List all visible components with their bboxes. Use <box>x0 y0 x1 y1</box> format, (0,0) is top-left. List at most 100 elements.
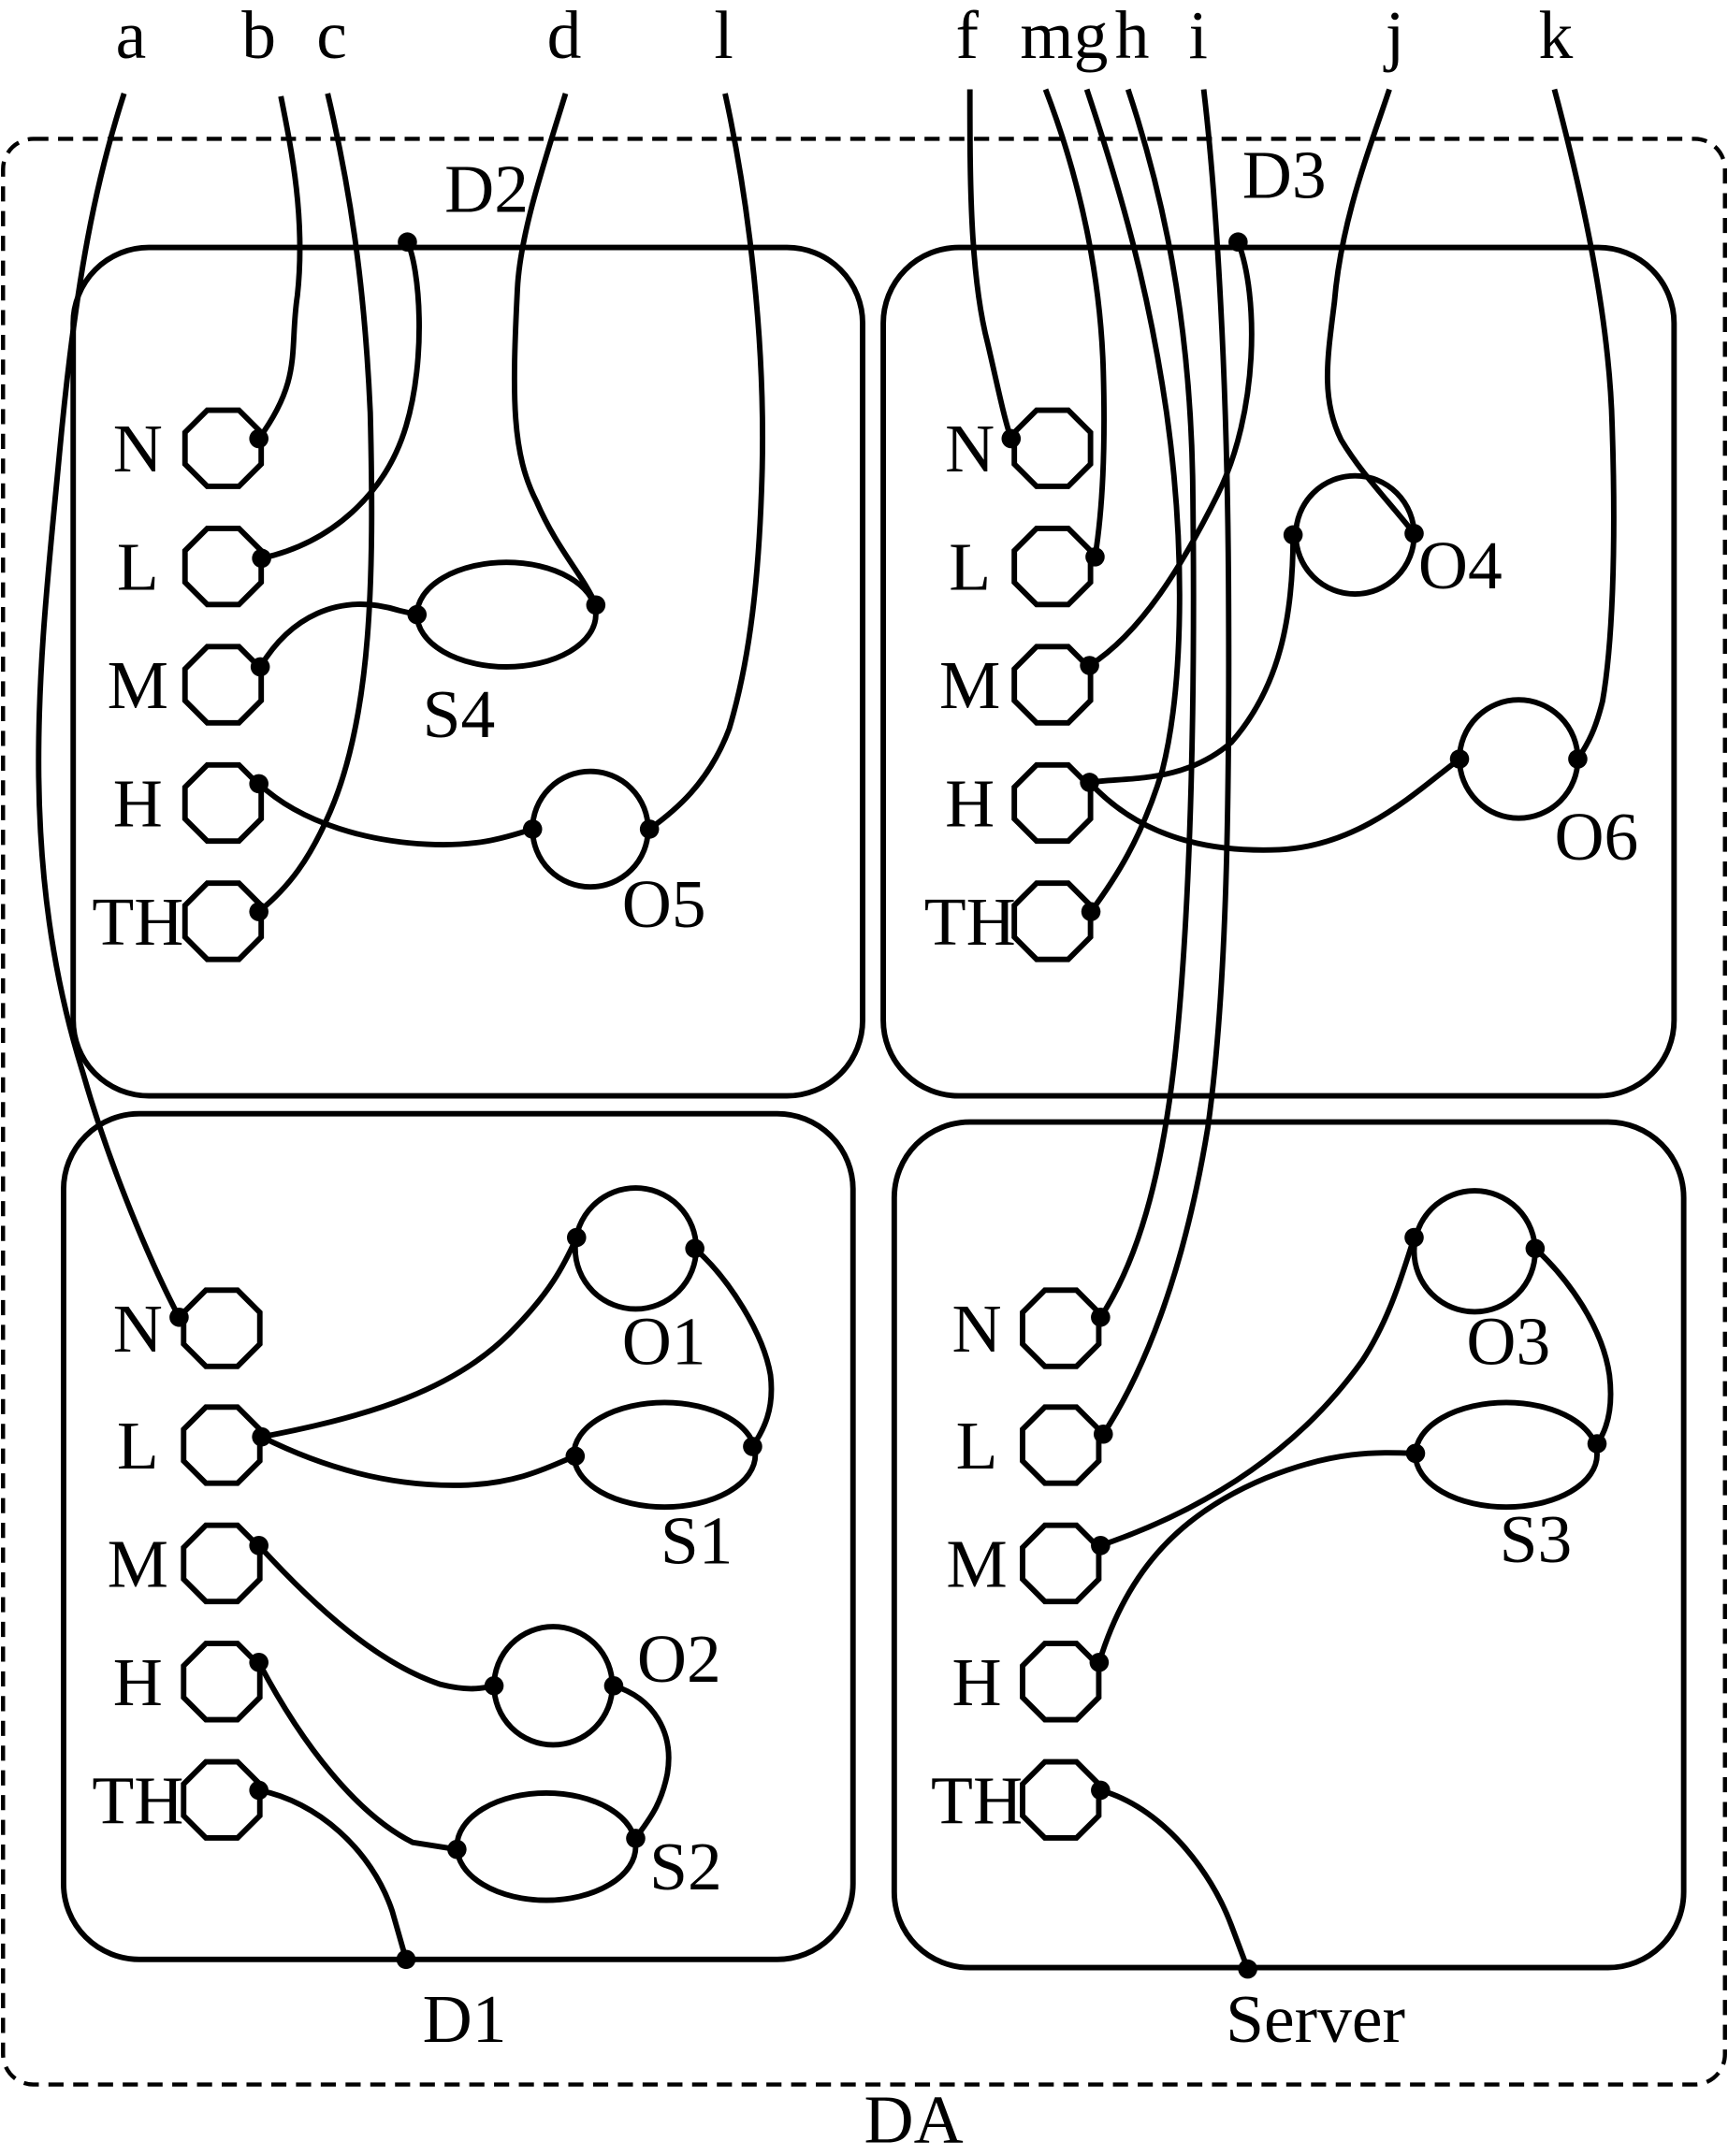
wire-c <box>256 93 375 914</box>
label-o2: O2 <box>637 1621 721 1697</box>
port-label-d3-th: TH <box>924 884 1016 960</box>
connection-dot <box>1238 1959 1257 1979</box>
connection-dot <box>1085 547 1105 567</box>
connection-dot <box>1091 1536 1111 1556</box>
wire-d2-l <box>260 240 422 561</box>
label-s3: S3 <box>1500 1501 1573 1577</box>
component-labels: S4 O5 O4 O6 O1 S1 O2 S2 O3 S3 <box>423 528 1639 1904</box>
label-d2: D2 <box>444 151 529 226</box>
connection-dot <box>252 1426 271 1447</box>
connection-dot <box>249 1536 269 1556</box>
wire-d1-th <box>258 1787 409 1961</box>
wire-a <box>36 93 182 1319</box>
port-srv-l-icon <box>1020 1404 1102 1486</box>
connection-dot <box>252 548 271 569</box>
port-label-d3-n: N <box>945 411 995 486</box>
component-o4 <box>1293 472 1417 597</box>
wire-d2-h-o5 <box>256 781 534 847</box>
component-o1 <box>572 1185 700 1312</box>
port-label-d3-l: L <box>949 529 991 605</box>
wire-label-k: k <box>1539 0 1574 73</box>
port-d3-l-icon <box>1011 525 1094 608</box>
connection-dot <box>249 1652 269 1672</box>
wire-d1-l-s1 <box>260 1434 576 1488</box>
connection-dot <box>1405 1443 1426 1464</box>
connection-dot <box>1001 428 1022 449</box>
top-labels: a b c d l f m g h i j k <box>116 0 1574 73</box>
wire-d1-m-o2 <box>256 1543 495 1692</box>
port-srv-m-icon <box>1020 1522 1102 1605</box>
box-d3 <box>880 244 1677 1099</box>
wire-d1-h-s2 <box>256 1660 457 1853</box>
port-label-d3-h: H <box>945 765 995 841</box>
wire-label-m: m <box>1020 0 1073 73</box>
box-server <box>891 1119 1687 1971</box>
connection-dot <box>1091 1307 1111 1327</box>
wire-label-f: f <box>956 0 980 73</box>
port-d1-th-icon <box>181 1758 263 1841</box>
connection-dot <box>1568 749 1588 769</box>
port-srv-h-icon <box>1020 1641 1102 1723</box>
wire-srv-m-o3 <box>1099 1237 1417 1549</box>
wire-m <box>1042 88 1108 557</box>
wire-d2-m-s4 <box>257 601 418 669</box>
port-d1-m-icon <box>181 1522 263 1605</box>
wire-label-g: g <box>1074 0 1109 73</box>
connection-dot <box>1449 749 1470 769</box>
port-d1-l-icon <box>181 1404 263 1486</box>
component-s3 <box>1413 1399 1600 1511</box>
wire-srv-h-s3 <box>1096 1450 1416 1664</box>
wire-label-h: h <box>1115 0 1150 73</box>
connection-dot <box>169 1307 189 1327</box>
label-server: Server <box>1226 1981 1405 2057</box>
connection-dot <box>1404 1227 1424 1248</box>
component-s2 <box>454 1789 639 1903</box>
label-s2: S2 <box>649 1829 722 1904</box>
connection-dot <box>1091 1780 1111 1801</box>
port-label-d2-h: H <box>113 765 163 841</box>
connection-dot <box>249 1780 269 1801</box>
connection-dot <box>484 1675 504 1696</box>
wire-label-a: a <box>116 0 147 73</box>
port-d2-h-icon <box>182 761 265 845</box>
box-d1 <box>61 1110 856 1962</box>
connection-dot <box>1525 1238 1546 1259</box>
label-d3: D3 <box>1242 137 1327 213</box>
connection-dot <box>396 1949 416 1970</box>
connection-dot <box>249 774 269 794</box>
connection-dot <box>685 1238 704 1259</box>
port-label-d2-th: TH <box>92 884 183 960</box>
port-label-d2-m: M <box>108 647 168 723</box>
label-o3: O3 <box>1466 1303 1550 1379</box>
port-d2-m-icon <box>182 644 265 726</box>
wire-b <box>256 95 303 441</box>
port-label-srv-l: L <box>956 1408 998 1483</box>
connection-dot <box>639 819 660 839</box>
port-label-srv-h: H <box>951 1644 1001 1720</box>
wire-label-b: b <box>241 0 276 73</box>
label-o1: O1 <box>622 1303 706 1379</box>
connection-dot <box>1283 525 1303 545</box>
wire-o2-s2 <box>613 1683 672 1841</box>
port-d3-m-icon <box>1011 644 1094 726</box>
wire-label-l: l <box>714 0 733 73</box>
connection-dot <box>626 1829 646 1848</box>
connection-dot <box>586 595 606 615</box>
connection-dot <box>249 428 269 449</box>
port-label-d2-l: L <box>117 529 159 605</box>
wire-d <box>511 93 599 606</box>
port-d2-th-icon <box>182 880 265 962</box>
port-label-d3-m: M <box>939 647 1000 723</box>
port-d2-l-icon <box>182 525 265 608</box>
label-o6: O6 <box>1554 799 1638 875</box>
connection-dot <box>603 1675 624 1696</box>
box-d2 <box>70 244 865 1099</box>
connection-dot <box>249 902 269 921</box>
component-s1 <box>571 1399 759 1511</box>
wire-i <box>1100 89 1232 1436</box>
wire-label-i: i <box>1189 0 1208 73</box>
port-label-d1-n: N <box>113 1291 163 1367</box>
wire-d3-h-o6 <box>1087 757 1461 853</box>
connection-dot <box>447 1839 467 1859</box>
